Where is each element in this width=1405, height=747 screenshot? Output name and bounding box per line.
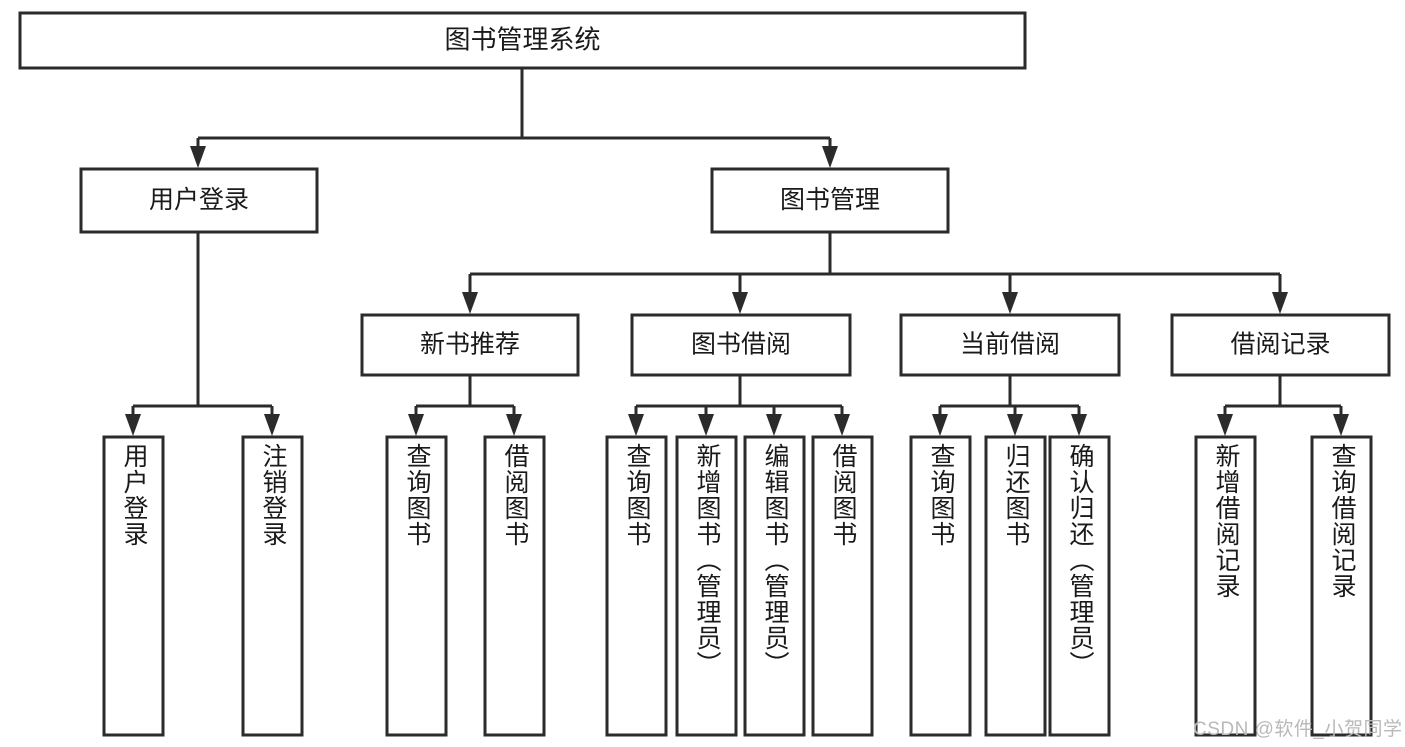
bus-new-book-rec-arrow-0 — [408, 414, 424, 436]
node-new-book-rec-box[interactable] — [360, 313, 580, 377]
node-leaf-return-book-box[interactable] — [984, 435, 1047, 737]
node-leaf-add-record-box[interactable] — [1194, 435, 1257, 737]
bus-book-borrow-arrow-0 — [628, 414, 644, 436]
node-user-login-box[interactable] — [79, 167, 319, 234]
node-book-borrow-box[interactable] — [630, 313, 852, 377]
bus-book-borrow-arrow-1 — [698, 414, 714, 436]
bus-root-arrow-0 — [190, 146, 206, 168]
node-leaf-confirm-return-box[interactable] — [1048, 435, 1111, 737]
node-leaf-query-book-1-box[interactable] — [385, 435, 448, 737]
node-leaf-query-book-2-box[interactable] — [605, 435, 668, 737]
node-leaf-query-book-3-box[interactable] — [909, 435, 972, 737]
node-leaf-borrow-book-1-box[interactable] — [483, 435, 546, 737]
node-leaf-logout-box[interactable] — [241, 435, 304, 737]
bus-user-login-arrow-1 — [264, 414, 280, 436]
node-leaf-user-login-box[interactable] — [102, 435, 165, 737]
bus-book-borrow-arrow-3 — [834, 414, 850, 436]
bus-borrow-record-arrow-1 — [1333, 414, 1349, 436]
bus-current-borrow-arrow-2 — [1071, 414, 1087, 436]
bus-book-manage-arrow-1 — [732, 292, 748, 314]
bus-book-manage-arrow-3 — [1272, 292, 1288, 314]
node-book-manage-label: 图书管理 — [780, 186, 880, 214]
node-user-login-label: 用户登录 — [149, 186, 249, 214]
bus-root-arrow-1 — [822, 146, 838, 168]
bus-borrow-record-arrow-0 — [1217, 414, 1233, 436]
node-current-borrow-label: 当前借阅 — [960, 331, 1060, 359]
connectors-layer — [125, 68, 1349, 436]
node-leaf-query-record-box[interactable] — [1310, 435, 1373, 737]
node-leaf-edit-book-box[interactable] — [743, 435, 806, 737]
bus-user-login-arrow-0 — [125, 414, 141, 436]
node-book-manage-box[interactable] — [710, 167, 950, 234]
bus-book-manage-arrow-0 — [462, 292, 478, 314]
csdn-watermark: CSDN @软件_小贺同学 — [1193, 719, 1403, 740]
boxes-layer — [18, 11, 1391, 737]
node-leaf-borrow-book-2-box[interactable] — [811, 435, 874, 737]
bus-new-book-rec-arrow-1 — [506, 414, 522, 436]
bus-current-borrow-arrow-0 — [932, 414, 948, 436]
node-borrow-record-label: 借阅记录 — [1230, 331, 1330, 359]
root-node-label: 图书管理系统 — [444, 24, 600, 54]
bus-book-manage-arrow-2 — [1002, 292, 1018, 314]
node-leaf-add-book-box[interactable] — [675, 435, 738, 737]
node-new-book-rec-label: 新书推荐 — [420, 331, 520, 359]
node-current-borrow-box[interactable] — [899, 313, 1121, 377]
root-node-box[interactable] — [18, 11, 1027, 70]
node-book-borrow-label: 图书借阅 — [691, 331, 791, 359]
bus-current-borrow-arrow-1 — [1007, 414, 1023, 436]
node-borrow-record-box[interactable] — [1170, 313, 1391, 377]
bus-book-borrow-arrow-2 — [766, 414, 782, 436]
